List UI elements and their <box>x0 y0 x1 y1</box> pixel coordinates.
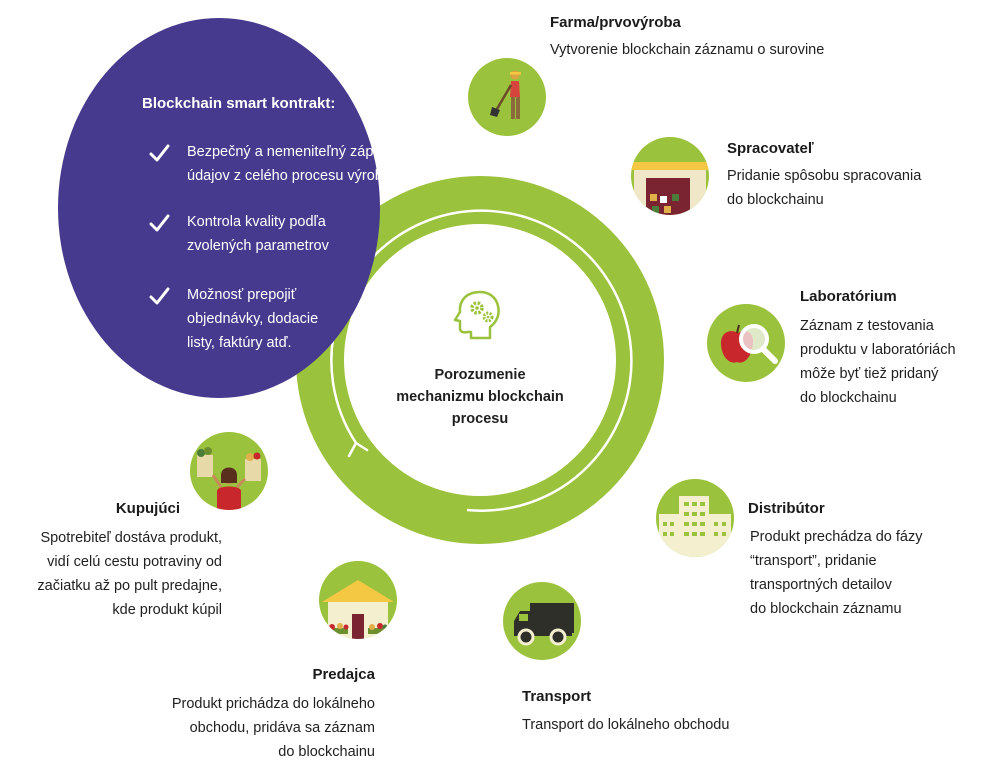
check-icon <box>149 214 170 232</box>
step-desc-line: Záznam z testovania <box>800 318 934 334</box>
step-desc-retailer: Produkt prichádza do lokálneho obchodu, … <box>75 692 375 764</box>
step-desc-line: do blockchain záznamu <box>750 601 902 617</box>
step-title-buyer: Kupujúci <box>115 500 180 517</box>
step-desc-line: môže byť tiež pridaný <box>800 366 939 382</box>
shop-icon <box>319 561 397 639</box>
step-desc-line: obchodu, pridáva sa záznam <box>189 720 375 736</box>
cycle-arrowhead <box>347 441 369 458</box>
center-label-line: mechanizmu blockchain <box>396 389 564 405</box>
feature-line: objednávky, dodacie <box>187 311 319 327</box>
head-gears-icon <box>453 290 500 340</box>
feature-line: Bezpečný a nemeniteľný zápis <box>187 144 384 160</box>
feature-line: zvolených parametrov <box>187 238 329 254</box>
step-title-distributor: Distribútor <box>748 500 825 517</box>
step-desc-line: do blockchainu <box>278 744 375 760</box>
step-title-farm: Farma/prvovýroba <box>550 14 681 31</box>
step-desc-line: do blockchainu <box>800 390 897 406</box>
step-desc-line: produktu v laboratóriách <box>800 342 956 358</box>
step-desc-line: kde produkt kúpil <box>112 602 222 618</box>
feature-line: údajov z celého procesu výroby <box>187 168 391 184</box>
step-desc-line: Produkt prechádza do fázy <box>750 529 923 545</box>
step-title-transport: Transport <box>522 688 592 705</box>
feature-line: Kontrola kvality podľa <box>187 214 326 230</box>
center-label: Porozumenie mechanizmu blockchain proces… <box>370 364 590 430</box>
step-desc-line: vidí celú cestu potraviny od <box>47 554 222 570</box>
warehouse-building-icon <box>656 479 734 557</box>
step-desc-processor: Pridanie spôsobu spracovania do blockcha… <box>727 164 921 212</box>
step-desc-line: do blockchainu <box>727 192 824 208</box>
step-desc-line: Pridanie spôsobu spracovania <box>727 168 922 184</box>
step-desc-lab: Záznam z testovania produktu v laboratór… <box>800 314 956 410</box>
factory-icon <box>631 137 709 215</box>
smart-contract-circle <box>58 18 380 398</box>
step-title-processor: Spracovateľ <box>727 140 814 157</box>
shopper-icon <box>190 432 268 510</box>
step-desc-transport: Transport do lokálneho obchodu <box>522 713 729 737</box>
step-desc-line: Vytvorenie blockchain záznamu o surovine <box>550 42 825 58</box>
center-label-line: procesu <box>451 411 509 427</box>
step-desc-line: Spotrebiteľ dostáva produkt, <box>40 530 222 546</box>
step-desc-distributor: Produkt prechádza do fázy “transport”, p… <box>750 525 923 621</box>
step-desc-line: Transport do lokálneho obchodu <box>522 717 730 733</box>
step-desc-line: začiatku až po pult predajne, <box>37 578 222 594</box>
truck-icon <box>503 582 581 660</box>
apple-magnifier-icon <box>707 304 785 382</box>
step-title-retailer: Predajca <box>312 666 375 683</box>
step-desc-line: transportných detailov <box>750 577 892 593</box>
check-icon <box>149 287 170 305</box>
smart-contract-title: Blockchain smart kontrakt: <box>142 95 336 112</box>
feature-line: listy, faktúry atď. <box>187 335 292 351</box>
center-label-line: Porozumenie <box>434 367 526 383</box>
step-desc-farm: Vytvorenie blockchain záznamu o surovine <box>550 38 824 62</box>
step-desc-line: Produkt prichádza do lokálneho <box>171 696 375 712</box>
step-desc-buyer: Spotrebiteľ dostáva produkt, vidí celú c… <box>0 526 222 622</box>
step-title-lab: Laboratórium <box>800 288 897 305</box>
step-desc-line: “transport”, pridanie <box>750 553 877 569</box>
check-icon <box>149 144 170 162</box>
farmer-icon <box>468 58 546 136</box>
feature-line: Možnosť prepojiť <box>187 287 297 303</box>
